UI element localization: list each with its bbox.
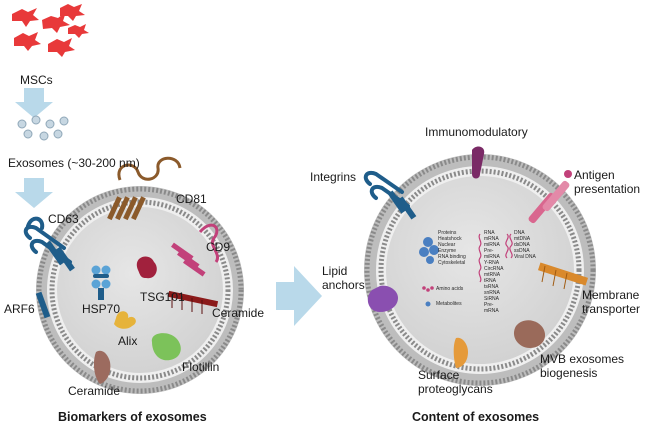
integrins-label: Integrins <box>310 170 357 184</box>
mvb-label-line2: biogenesis <box>540 366 598 380</box>
flotillin-protein <box>151 333 181 361</box>
content-caption: Content of exosomes <box>412 410 540 424</box>
ceramide-bottom-molecule <box>93 350 111 384</box>
protein-cluster-icon <box>419 237 439 264</box>
immunomodulatory-label: Immunomodulatory <box>425 125 528 139</box>
proteins-list: Proteins Heatshock Nuclear Enzyme RNA bi… <box>438 230 466 266</box>
ceramide-right-molecule <box>167 290 219 314</box>
ceramide-right-label: Ceramide <box>212 306 265 320</box>
alix-label: Alix <box>118 334 138 348</box>
integrins-protein <box>363 171 417 220</box>
antigen-presentation-protein <box>528 170 572 224</box>
cd81-label: CD81 <box>176 192 207 206</box>
antigen-label-line1: Antigen <box>574 168 615 182</box>
membrane-transporter-label-line2: transporter <box>582 302 641 316</box>
ceramide-bottom-label: Ceramide <box>68 384 121 398</box>
arrow-cells-to-exosomes <box>15 88 53 118</box>
tsg101-label: TSG101 <box>140 290 185 304</box>
antigen-label-line2: presentation <box>574 182 641 196</box>
biomarkers-caption: Biomarkers of exosomes <box>58 410 207 424</box>
alix-protein <box>114 311 136 329</box>
dna-list: DNA mtDNA dsDNA ssDNA Viral DNA <box>514 230 536 260</box>
hsp70-protein <box>91 265 111 300</box>
metabolites-label: Metabolites <box>436 301 462 307</box>
left-exosome <box>36 186 244 394</box>
surface-proteoglycans-label-line1: Surface <box>418 368 460 382</box>
membrane-transporter-protein <box>537 262 589 290</box>
rna-list: RNA mRNA miRNA Pre- miRNA Y-RNA CircRNA … <box>484 230 504 314</box>
lipid-anchors-label-line1: Lipid <box>322 264 348 278</box>
cd9-label: CD9 <box>206 240 231 254</box>
membrane-transporter-label-line1: Membrane <box>582 288 640 302</box>
flotillin-label: Flotillin <box>182 360 220 374</box>
surface-proteoglycans-label-line2: proteoglycans <box>418 382 493 396</box>
arf6-label: ARF6 <box>4 302 35 316</box>
arrow-exosomes-to-vesicle <box>15 178 53 208</box>
msc-label: MSCs <box>20 73 53 87</box>
rna-strand-icon <box>478 233 482 283</box>
dna-helix-icon <box>505 233 513 259</box>
cd63-protein <box>23 216 75 272</box>
amino-acids-label: Amino acids <box>436 286 464 292</box>
cd81-protein <box>107 156 182 221</box>
immunomodulatory-protein <box>472 146 485 179</box>
cd63-label: CD63 <box>48 212 79 226</box>
msc-cells <box>12 4 89 57</box>
surface-proteoglycans-protein <box>453 337 468 368</box>
exosomes-size-label: Exosomes (~30-200 nm) <box>8 156 140 170</box>
tsg101-protein <box>136 256 157 279</box>
mvb-biogenesis-protein <box>513 320 546 348</box>
arrow-left-to-right <box>276 266 322 326</box>
exosome-particles <box>17 115 69 141</box>
amino-acid-icon <box>422 286 434 292</box>
lipid-anchors-label-line2: anchors <box>322 278 365 292</box>
metabolite-icon <box>425 301 431 307</box>
arf6-protein <box>35 291 51 319</box>
cd9-protein <box>171 223 219 277</box>
hsp70-label: HSP70 <box>82 302 121 316</box>
mvb-label-line1: MVB exosomes <box>540 352 625 366</box>
lipid-anchors-protein <box>367 285 398 312</box>
flow-arrows <box>15 88 322 326</box>
